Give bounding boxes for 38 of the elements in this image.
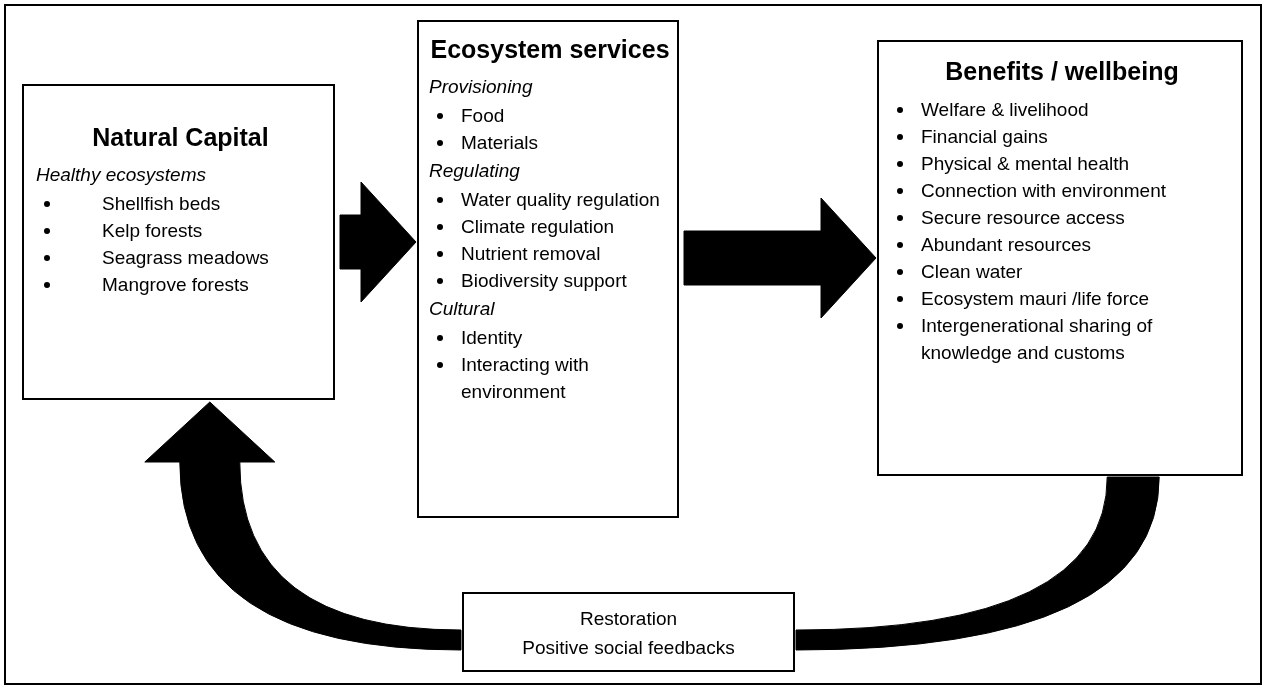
box-title: Natural Capital (91, 122, 270, 152)
category-heading: Healthy ecosystems (36, 163, 206, 187)
list-item: Mangrove forests (102, 273, 249, 297)
feedback-box (462, 592, 795, 672)
list-item: Interacting with environment (461, 353, 590, 404)
list-item: Welfare & livelihood (921, 98, 1089, 122)
block-arrow (144, 401, 462, 651)
block-arrow (683, 197, 877, 319)
list-item: Financial gains (921, 125, 1048, 149)
category-heading: Regulating (429, 159, 520, 183)
list-item: Ecosystem mauri /life force (921, 287, 1150, 311)
list-item: Abundant resources (921, 233, 1092, 257)
list-item: Secure resource access (921, 206, 1125, 230)
box-title: Ecosystem services (429, 34, 671, 64)
feedback-text: Restoration (578, 607, 679, 631)
list-item: Intergenerational sharing of knowledge and customs (921, 314, 1154, 365)
list-item: Biodiversity support (461, 269, 627, 293)
feedback-text: Positive social feedbacks (521, 636, 736, 660)
list-item: Kelp forests (102, 219, 203, 243)
list-item: Physical & mental health (921, 152, 1130, 176)
concept-box (417, 20, 679, 518)
list-item: Identity (461, 326, 523, 350)
concept-box (877, 40, 1243, 476)
list-item: Seagrass meadows (102, 246, 269, 270)
list-item: Food (461, 104, 505, 128)
list-item: Climate regulation (461, 215, 615, 239)
list-item: Clean water (921, 260, 1023, 284)
category-heading: Cultural (429, 297, 495, 321)
list-item: Materials (461, 131, 539, 155)
category-heading: Provisioning (429, 75, 533, 99)
list-item: Connection with environment (921, 179, 1167, 203)
list-item: Nutrient removal (461, 242, 601, 266)
curved-band (795, 476, 1160, 651)
list-item: Water quality regulation (461, 188, 660, 212)
concept-box (22, 84, 335, 400)
box-title: Benefits / wellbeing (944, 56, 1180, 86)
block-arrow (339, 181, 417, 303)
list-item: Shellfish beds (102, 192, 221, 216)
